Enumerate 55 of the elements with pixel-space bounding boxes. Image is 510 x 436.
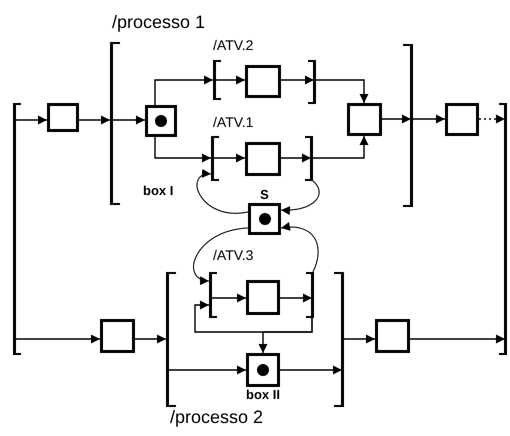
- arrow: [280, 222, 319, 272]
- arrow: [15, 116, 47, 124]
- process-title: /processo 2: [170, 408, 264, 426]
- bracket: [334, 272, 344, 407]
- arrow: [135, 334, 166, 344]
- arrow: [213, 154, 245, 162]
- box-label: S: [260, 188, 269, 201]
- bracket: [166, 272, 176, 407]
- arrow: [280, 294, 312, 302]
- arrow: [193, 228, 248, 284]
- arrow: [215, 76, 245, 84]
- arrow: [79, 116, 110, 124]
- bracket: [403, 44, 413, 207]
- bracket: [209, 272, 217, 318]
- activity-label: /ATV.1: [213, 115, 254, 129]
- arrow: [411, 114, 445, 124]
- arrow: [168, 366, 246, 374]
- bracket: [213, 60, 221, 100]
- arrow: [15, 334, 100, 344]
- process-title: /processo 1: [112, 13, 206, 31]
- process-box: [347, 103, 382, 136]
- process-box: [246, 280, 280, 315]
- box-label: box II: [246, 388, 280, 401]
- process-box: [100, 319, 135, 353]
- bracket: [308, 60, 316, 104]
- process-box: [245, 65, 281, 98]
- arrow: [281, 154, 311, 162]
- arrow: [280, 180, 320, 215]
- arrow: [258, 318, 313, 353]
- arrow: [281, 76, 314, 84]
- process-box: [445, 103, 479, 136]
- arrow: [154, 76, 213, 105]
- bracket: [499, 103, 507, 355]
- arrow: [211, 294, 246, 302]
- bracket: [13, 103, 21, 355]
- arrow: [314, 79, 368, 103]
- process-box: [245, 142, 281, 176]
- arrow: [112, 116, 145, 124]
- arrow: [342, 334, 375, 344]
- bracket: [211, 136, 219, 181]
- process-box: [47, 103, 79, 132]
- bracket: [110, 42, 120, 205]
- arrow: [311, 136, 368, 159]
- activity-label: /ATV.3: [213, 248, 254, 262]
- activity-label: /ATV.2: [213, 38, 254, 52]
- arrow: [154, 137, 211, 162]
- process-box: [375, 319, 410, 353]
- arrow: [382, 114, 411, 124]
- box-label: box I: [143, 184, 174, 197]
- arrow: [196, 170, 248, 214]
- bracket: [305, 136, 313, 181]
- bracket: [306, 272, 314, 318]
- arrow: [280, 366, 342, 374]
- arrow: [479, 114, 505, 124]
- arrow: [410, 334, 505, 344]
